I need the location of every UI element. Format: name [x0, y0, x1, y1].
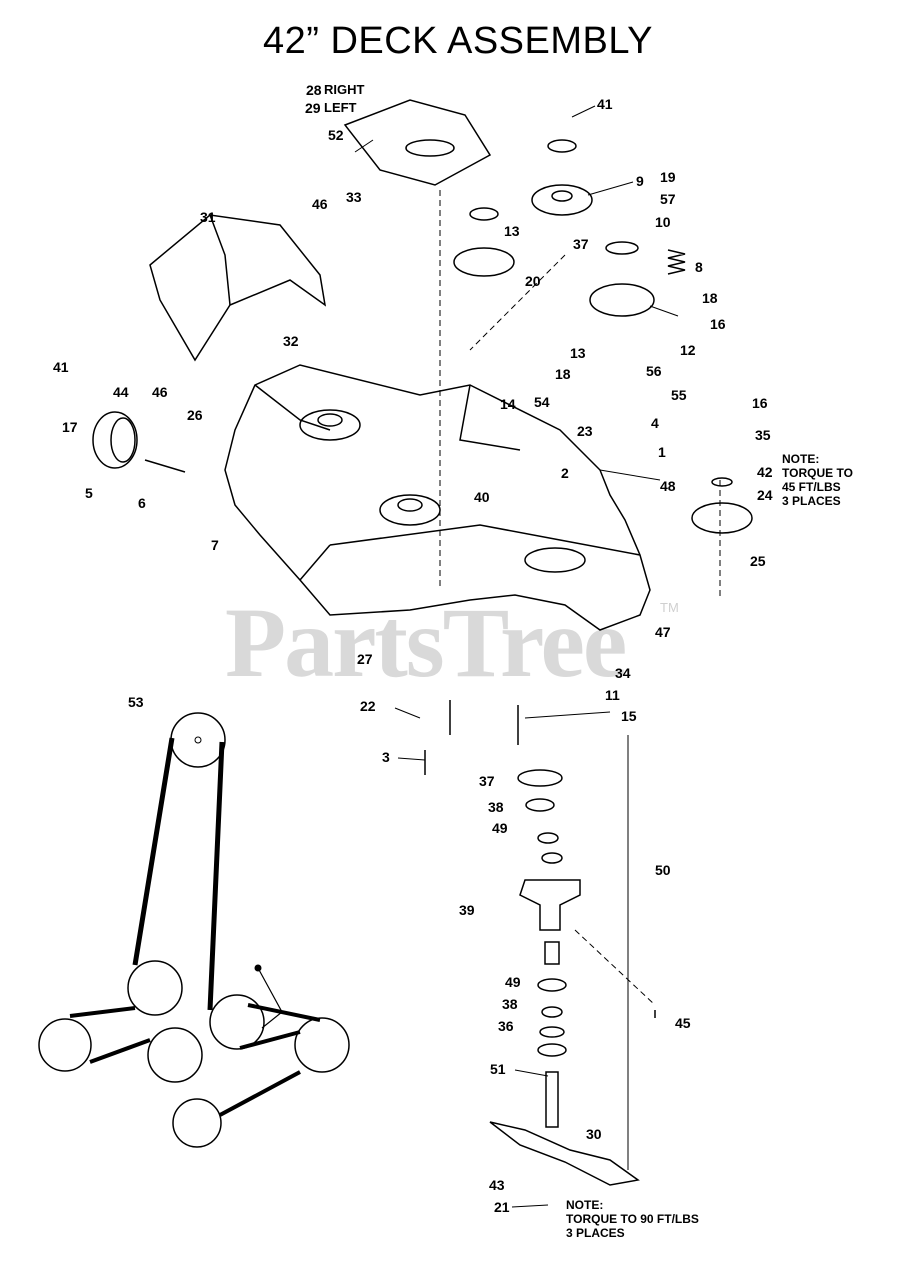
callout-52: 52 [328, 127, 344, 143]
callout-44: 44 [113, 384, 129, 400]
callout-39: 39 [459, 902, 475, 918]
spindle-shaft [545, 1071, 559, 1128]
note-torque-45: NOTE: TORQUE TO 45 FT/LBS 3 PLACES [782, 452, 853, 508]
callout-19: 19 [660, 169, 676, 185]
callout-48: 48 [660, 478, 676, 494]
gauge-wheel [92, 411, 138, 469]
callout-18: 18 [702, 290, 718, 306]
watermark: PartsTree [225, 587, 627, 698]
callout-35: 35 [755, 427, 771, 443]
callout-46: 46 [312, 196, 328, 212]
discharge-chute [149, 214, 327, 362]
callout-45: 45 [675, 1015, 691, 1031]
pulley-9 [531, 184, 593, 216]
callout-27: 27 [357, 651, 373, 667]
blade [489, 1121, 640, 1186]
callout-34: 34 [615, 665, 631, 681]
callout-25: 25 [750, 553, 766, 569]
callout-7: 7 [211, 537, 219, 553]
callout-29: 29 [305, 100, 321, 116]
callout-55: 55 [671, 387, 687, 403]
callout-22: 22 [360, 698, 376, 714]
callout-57: 57 [660, 191, 676, 207]
callout-13-upper: 13 [504, 223, 520, 239]
callout-12: 12 [680, 342, 696, 358]
callout-16: 16 [710, 316, 726, 332]
belt-pulley-2 [38, 1018, 92, 1072]
callout-49: 49 [492, 820, 508, 836]
callout-33: 33 [346, 189, 362, 205]
callout-11: 11 [605, 687, 620, 703]
belt-pulley-6 [294, 1017, 350, 1073]
page-title: 42” DECK ASSEMBLY [262, 20, 654, 62]
callout-23: 23 [577, 423, 593, 439]
callout-1: 1 [658, 444, 666, 460]
callout-49b: 49 [505, 974, 521, 990]
pulley-25 [691, 502, 753, 534]
belt-pulley-4 [209, 994, 265, 1050]
deck-housing [224, 364, 651, 631]
callout-10: 10 [655, 214, 671, 230]
callout-26: 26 [187, 407, 203, 423]
callout-5: 5 [85, 485, 93, 501]
label-right: RIGHT [324, 82, 365, 97]
callout-24: 24 [757, 487, 773, 503]
callout-14: 14 [500, 396, 516, 412]
mulch-cover [343, 99, 492, 186]
belt-pulley-top [170, 712, 226, 768]
belt-pulley-5 [172, 1098, 222, 1148]
belt-routing-diagram [38, 712, 350, 1148]
callout-4: 4 [651, 415, 659, 431]
callout-42: 42 [757, 464, 773, 480]
callout-41: 41 [597, 96, 613, 112]
callout-6: 6 [138, 495, 146, 511]
callout-41b: 41 [53, 359, 69, 375]
callout-16b: 16 [752, 395, 768, 411]
callout-17: 17 [62, 419, 78, 435]
callout-32: 32 [283, 333, 299, 349]
callout-18b: 18 [555, 366, 571, 382]
callout-20: 20 [525, 273, 541, 289]
pulley-13-upper [453, 247, 515, 277]
callout-28: 28 [306, 82, 322, 98]
callout-37b: 37 [479, 773, 495, 789]
callout-50: 50 [655, 862, 671, 878]
deck-spindle-opening [524, 547, 586, 573]
note-torque-90: NOTE: TORQUE TO 90 FT/LBS 3 PLACES [566, 1198, 699, 1240]
callout-15: 15 [621, 708, 637, 724]
callout-9: 9 [636, 173, 644, 189]
callout-30: 30 [586, 1126, 602, 1142]
callout-38b: 38 [502, 996, 518, 1012]
callout-56: 56 [646, 363, 662, 379]
belt-pulley-1 [127, 960, 183, 1016]
callout-31: 31 [200, 209, 216, 225]
callout-51: 51 [490, 1061, 506, 1077]
callout-8: 8 [695, 259, 703, 275]
callout-2: 2 [561, 465, 569, 481]
callout-3: 3 [382, 749, 390, 765]
callout-46b: 46 [152, 384, 168, 400]
callout-36: 36 [498, 1018, 514, 1034]
callout-47: 47 [655, 624, 671, 640]
callout-38: 38 [488, 799, 504, 815]
callout-21: 21 [494, 1199, 510, 1215]
spindle-housing [519, 879, 581, 931]
callout-37: 37 [573, 236, 589, 252]
label-left: LEFT [324, 100, 357, 115]
spring [667, 249, 686, 275]
callout-43: 43 [489, 1177, 505, 1193]
callout-53: 53 [128, 694, 144, 710]
callout-40: 40 [474, 489, 490, 505]
callout-54: 54 [534, 394, 550, 410]
deck-pulley-left [299, 409, 361, 441]
belt-pulley-3 [147, 1027, 203, 1083]
pulley-13-lower [589, 283, 655, 317]
callout-13-lower: 13 [570, 345, 586, 361]
watermark-trademark: TM [660, 600, 679, 615]
